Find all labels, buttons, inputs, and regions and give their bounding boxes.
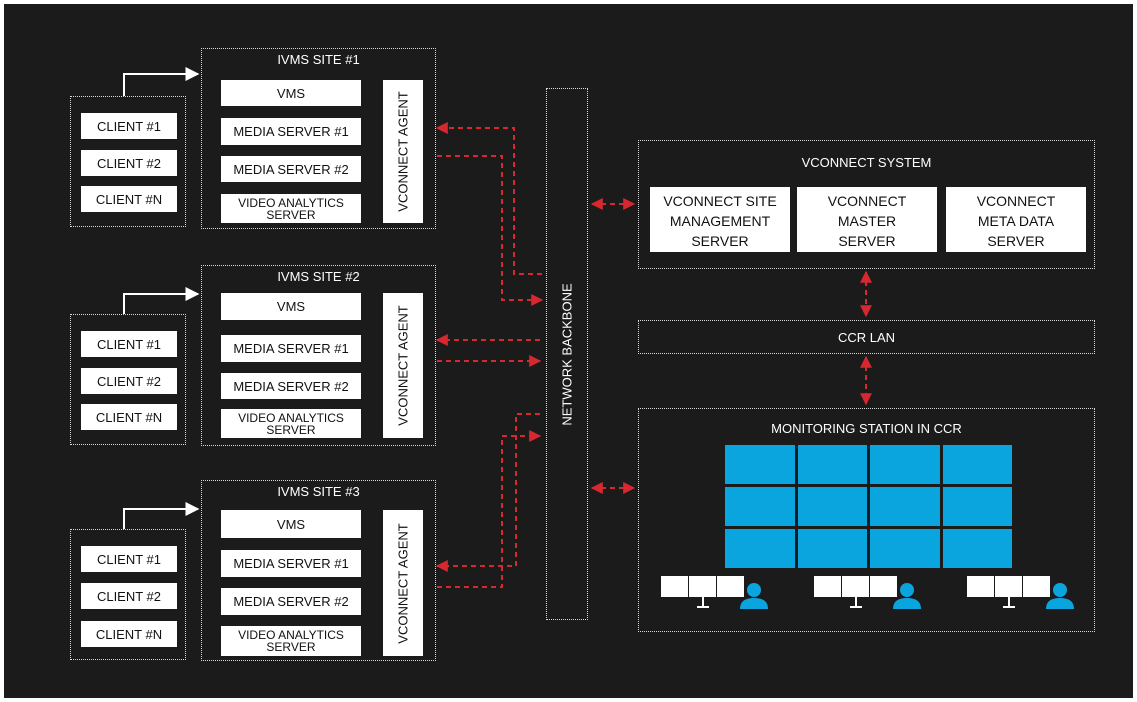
vconnect-site-management-server: VCONNECT SITE MANAGEMENT SERVER bbox=[650, 187, 790, 252]
client-box: CLIENT #N bbox=[81, 404, 177, 430]
vconnect-agent: VCONNECT AGENT bbox=[383, 80, 423, 223]
client-group-site-1: CLIENT #1 CLIENT #2 CLIENT #N bbox=[70, 96, 186, 227]
connectors bbox=[123, 67, 872, 588]
video-wall-tile bbox=[870, 529, 940, 568]
video-wall-tile bbox=[870, 445, 940, 484]
vconnect-system: VCONNECT SYSTEM VCONNECT SITE MANAGEMENT… bbox=[638, 140, 1095, 269]
monitor-icon bbox=[870, 576, 897, 597]
vconnect-agent: VCONNECT AGENT bbox=[383, 293, 423, 438]
monitor-icon bbox=[661, 576, 688, 597]
vconnect-system-title: VCONNECT SYSTEM bbox=[801, 155, 932, 170]
workstation bbox=[661, 576, 768, 609]
video-analytics-server: VIDEO ANALYTICS SERVER bbox=[221, 626, 361, 656]
video-wall-tile bbox=[797, 529, 867, 568]
media-server-2: MEDIA SERVER #2 bbox=[221, 156, 361, 182]
vconnect-meta-data-server: VCONNECT META DATA SERVER bbox=[946, 187, 1086, 252]
monitor-icon bbox=[814, 576, 841, 597]
client-group-site-2: CLIENT #1 CLIENT #2 CLIENT #N bbox=[70, 314, 186, 445]
media-server-2: MEDIA SERVER #2 bbox=[221, 588, 361, 615]
client-group-site-3: CLIENT #1 CLIENT #2 CLIENT #N bbox=[70, 529, 186, 660]
video-wall-tile bbox=[942, 445, 1012, 484]
video-wall-tile bbox=[797, 445, 867, 484]
ccr-lan: CCR LAN bbox=[638, 320, 1095, 354]
client-to-site-arrow bbox=[123, 67, 200, 96]
monitor-icon bbox=[1023, 576, 1050, 597]
vms-server: VMS bbox=[221, 510, 361, 538]
video-wall-tile bbox=[797, 487, 867, 526]
vms-server: VMS bbox=[221, 293, 361, 320]
site-title: IVMS SITE #2 bbox=[277, 269, 360, 284]
vconnect-master-server: VCONNECT MASTER SERVER bbox=[797, 187, 937, 252]
site3-backbone-link bbox=[435, 413, 540, 572]
workstation bbox=[967, 576, 1074, 609]
site1-backbone-link bbox=[435, 122, 542, 275]
diagram-canvas: CLIENT #1 CLIENT #2 CLIENT #N IVMS SITE … bbox=[4, 4, 1133, 698]
ivms-site-2: IVMS SITE #2 VMS MEDIA SERVER #1 MEDIA S… bbox=[201, 265, 436, 446]
site3-backbone-link bbox=[437, 430, 542, 588]
operator-icon bbox=[893, 583, 921, 609]
monitoring-station: MONITORING STATION IN CCR bbox=[638, 408, 1095, 632]
video-wall-tile bbox=[942, 487, 1012, 526]
media-server-1: MEDIA SERVER #1 bbox=[221, 550, 361, 577]
operator-icon bbox=[740, 583, 768, 609]
video-wall-tile bbox=[725, 529, 795, 568]
monitor-stand bbox=[697, 597, 709, 608]
ivms-site-1: IVMS SITE #1 VMS MEDIA SERVER #1 MEDIA S… bbox=[201, 48, 436, 229]
client-box: CLIENT #2 bbox=[81, 368, 177, 394]
network-backbone: NETWORK BACKBONE bbox=[546, 88, 588, 620]
video-wall bbox=[725, 445, 1012, 568]
media-server-1: MEDIA SERVER #1 bbox=[221, 335, 361, 362]
operator-icon bbox=[1046, 583, 1074, 609]
video-wall-tile bbox=[725, 445, 795, 484]
video-wall-tile bbox=[870, 487, 940, 526]
workstations bbox=[639, 576, 1096, 621]
ivms-site-3: IVMS SITE #3 VMS MEDIA SERVER #1 MEDIA S… bbox=[201, 480, 436, 661]
client-box: CLIENT #1 bbox=[81, 331, 177, 357]
client-box: CLIENT #2 bbox=[81, 150, 177, 176]
site-title: IVMS SITE #3 bbox=[277, 484, 360, 499]
client-to-site-arrow bbox=[123, 287, 200, 314]
client-box: CLIENT #1 bbox=[81, 113, 177, 139]
video-wall-tile bbox=[725, 487, 795, 526]
client-box: CLIENT #2 bbox=[81, 583, 177, 609]
site-title: IVMS SITE #1 bbox=[277, 52, 360, 67]
client-box: CLIENT #N bbox=[81, 186, 177, 212]
client-to-site-arrow bbox=[123, 502, 200, 529]
site1-backbone-link bbox=[437, 155, 544, 306]
client-box: CLIENT #N bbox=[81, 621, 177, 647]
monitor-stand bbox=[850, 597, 862, 608]
monitor-stand bbox=[1003, 597, 1015, 608]
media-server-2: MEDIA SERVER #2 bbox=[221, 373, 361, 399]
vms-server: VMS bbox=[221, 80, 361, 106]
vconnect-agent: VCONNECT AGENT bbox=[383, 510, 423, 656]
monitor-icon bbox=[689, 576, 716, 597]
client-box: CLIENT #1 bbox=[81, 546, 177, 572]
monitor-icon bbox=[717, 576, 744, 597]
media-server-1: MEDIA SERVER #1 bbox=[221, 118, 361, 145]
monitor-icon bbox=[995, 576, 1022, 597]
video-analytics-server: VIDEO ANALYTICS SERVER bbox=[221, 194, 361, 223]
workstation bbox=[814, 576, 921, 609]
ccr-lan-label: CCR LAN bbox=[837, 330, 896, 345]
monitoring-station-title: MONITORING STATION IN CCR bbox=[771, 421, 962, 436]
monitor-icon bbox=[967, 576, 994, 597]
video-wall-tile bbox=[942, 529, 1012, 568]
video-analytics-server: VIDEO ANALYTICS SERVER bbox=[221, 409, 361, 438]
monitor-icon bbox=[842, 576, 869, 597]
